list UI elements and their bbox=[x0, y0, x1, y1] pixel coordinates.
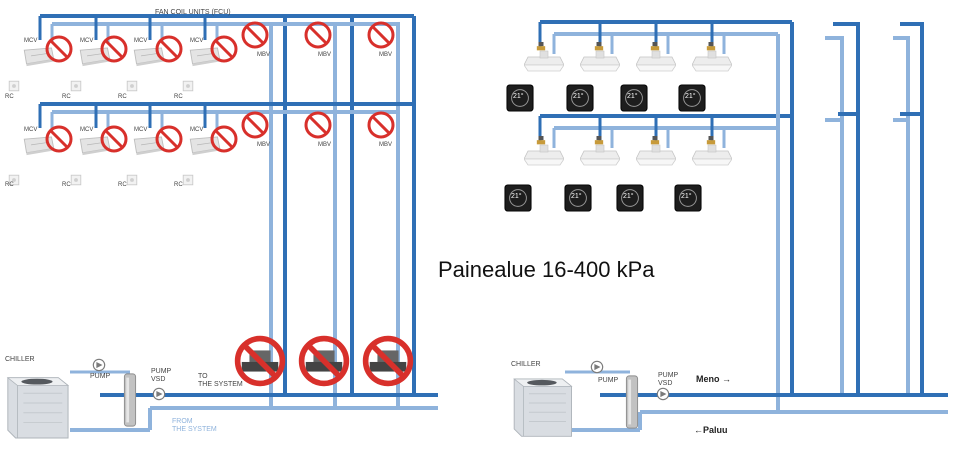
mbv-label: MBV bbox=[318, 142, 332, 148]
thermostat-reading: 21° bbox=[573, 93, 584, 100]
right-chiller-label: CHILLER bbox=[511, 361, 541, 368]
mcv-label: MCV bbox=[134, 38, 148, 44]
thermostat-reading: 21° bbox=[627, 93, 638, 100]
right-pump-vsd-label: PUMP VSD bbox=[658, 372, 679, 387]
mbv-label: MBV bbox=[257, 52, 271, 58]
thermostats bbox=[504, 84, 706, 212]
rc-label: RC bbox=[5, 94, 14, 100]
mcv-label: MCV bbox=[134, 127, 148, 133]
rc-label: RC bbox=[118, 94, 127, 100]
supply-label: Meno → bbox=[696, 374, 731, 384]
mcv-label: MCV bbox=[24, 127, 38, 133]
thermostat-reading: 21° bbox=[513, 93, 524, 100]
rc-label: RC bbox=[174, 94, 183, 100]
right-pump-label: PUMP bbox=[598, 377, 619, 384]
thermostat-reading: 21° bbox=[511, 193, 522, 200]
mcv-label: MCV bbox=[24, 38, 38, 44]
from-system-label: FROM THE SYSTEM bbox=[172, 418, 217, 433]
left-fcu-row-upper bbox=[8, 47, 221, 92]
to-system-label: TO THE SYSTEM bbox=[198, 373, 243, 388]
thermostat-reading: 21° bbox=[623, 193, 634, 200]
thermostat-reading: 21° bbox=[571, 193, 582, 200]
mbv-label: MBV bbox=[257, 142, 271, 148]
rc-label: RC bbox=[62, 94, 71, 100]
mcv-label: MCV bbox=[80, 127, 94, 133]
fcu-title: FAN COIL UNITS (FCU) bbox=[155, 9, 231, 16]
left-chiller-label: CHILLER bbox=[5, 356, 35, 363]
forbidden-valve-signs bbox=[45, 21, 410, 383]
rc-label: RC bbox=[174, 182, 183, 188]
rc-label: RC bbox=[62, 182, 71, 188]
left-fcu-row-lower bbox=[8, 136, 221, 186]
left-pump-vsd-label: PUMP VSD bbox=[151, 368, 172, 383]
thermostat-reading: 21° bbox=[685, 93, 696, 100]
rc-label: RC bbox=[5, 182, 14, 188]
pressure-range-label: Painealue 16-400 kPa bbox=[438, 257, 655, 282]
mcv-label: MCV bbox=[80, 38, 94, 44]
thermostat-reading: 21° bbox=[681, 193, 692, 200]
rc-label: RC bbox=[118, 182, 127, 188]
mcv-label: MCV bbox=[190, 38, 204, 44]
mbv-label: MBV bbox=[379, 52, 393, 58]
return-label: ←Paluu bbox=[694, 425, 728, 435]
mbv-label: MBV bbox=[379, 142, 393, 148]
left-pump-label: PUMP bbox=[90, 373, 111, 380]
mbv-label: MBV bbox=[318, 52, 332, 58]
mcv-label: MCV bbox=[190, 127, 204, 133]
